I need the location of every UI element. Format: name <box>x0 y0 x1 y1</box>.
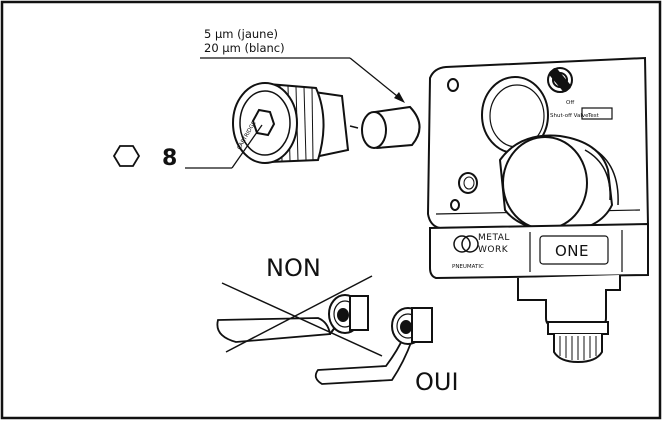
brand-name-line1: METAL <box>478 233 510 243</box>
filter-element <box>361 105 421 150</box>
leader-lines <box>185 57 403 169</box>
off-label: Off <box>566 100 574 106</box>
wrench-size: 8 <box>162 146 177 171</box>
switch-label: Shut-off Valve <box>550 113 589 119</box>
brand-logo-icon <box>453 235 479 253</box>
arrow-head <box>394 92 405 103</box>
correct-label: OUI <box>415 368 459 396</box>
hex-wrench-icon <box>112 145 141 167</box>
test-label: Test <box>587 113 600 119</box>
wrong-key-assembly <box>216 294 369 343</box>
model-name: ONE <box>555 242 589 260</box>
filter-label-white: 20 µm (blanc) <box>204 41 285 55</box>
brand-name-line2: WORK <box>478 245 509 255</box>
wrong-label: NON <box>266 254 321 282</box>
correct-key-assembly <box>314 307 433 385</box>
filter-label-yellow: 5 µm (jaune) <box>204 27 278 41</box>
pneumatic-device <box>426 56 650 364</box>
cross-mark-icon <box>221 275 383 357</box>
brand-subtitle: PNEUMATIC <box>452 264 484 270</box>
